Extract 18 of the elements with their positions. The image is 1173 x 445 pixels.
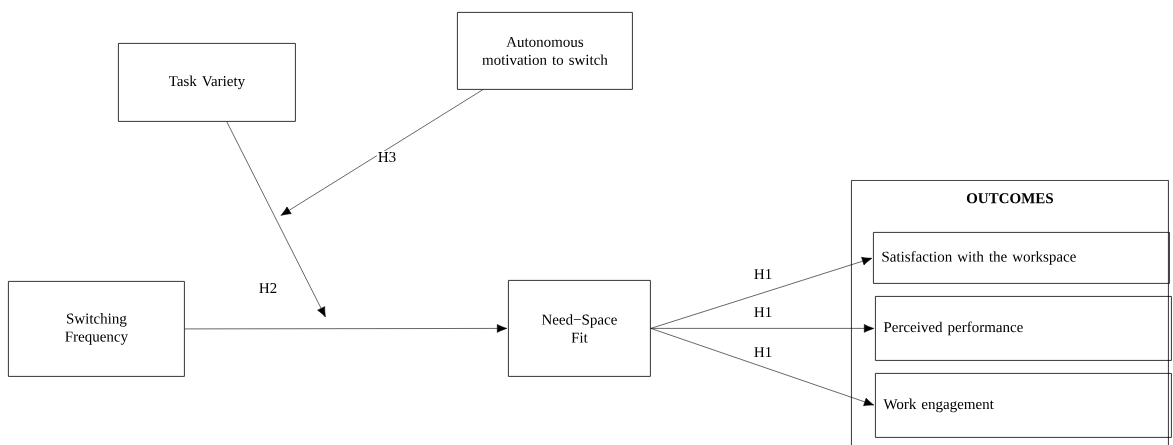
edge-label: H1 xyxy=(752,306,774,318)
arrow xyxy=(650,328,875,406)
edge-label: H1 xyxy=(752,268,774,280)
edge-label: H3 xyxy=(376,150,398,164)
box: Perceived performance xyxy=(875,296,1172,361)
box: Task Variety xyxy=(118,43,296,122)
box: Switching Frequency xyxy=(8,281,185,377)
edge-label: H2 xyxy=(257,282,279,294)
box: Satisfaction with the workspace xyxy=(873,232,1170,284)
arrow xyxy=(650,257,873,329)
edge-label: H1 xyxy=(752,346,774,358)
box: Autonomous motivation to switch xyxy=(457,12,633,90)
box: Need−Space Fit xyxy=(508,280,651,377)
arrow xyxy=(226,121,326,318)
arrow xyxy=(280,89,483,216)
arrow xyxy=(650,324,875,333)
box: Work engagement xyxy=(875,373,1172,438)
arrow xyxy=(184,324,508,333)
